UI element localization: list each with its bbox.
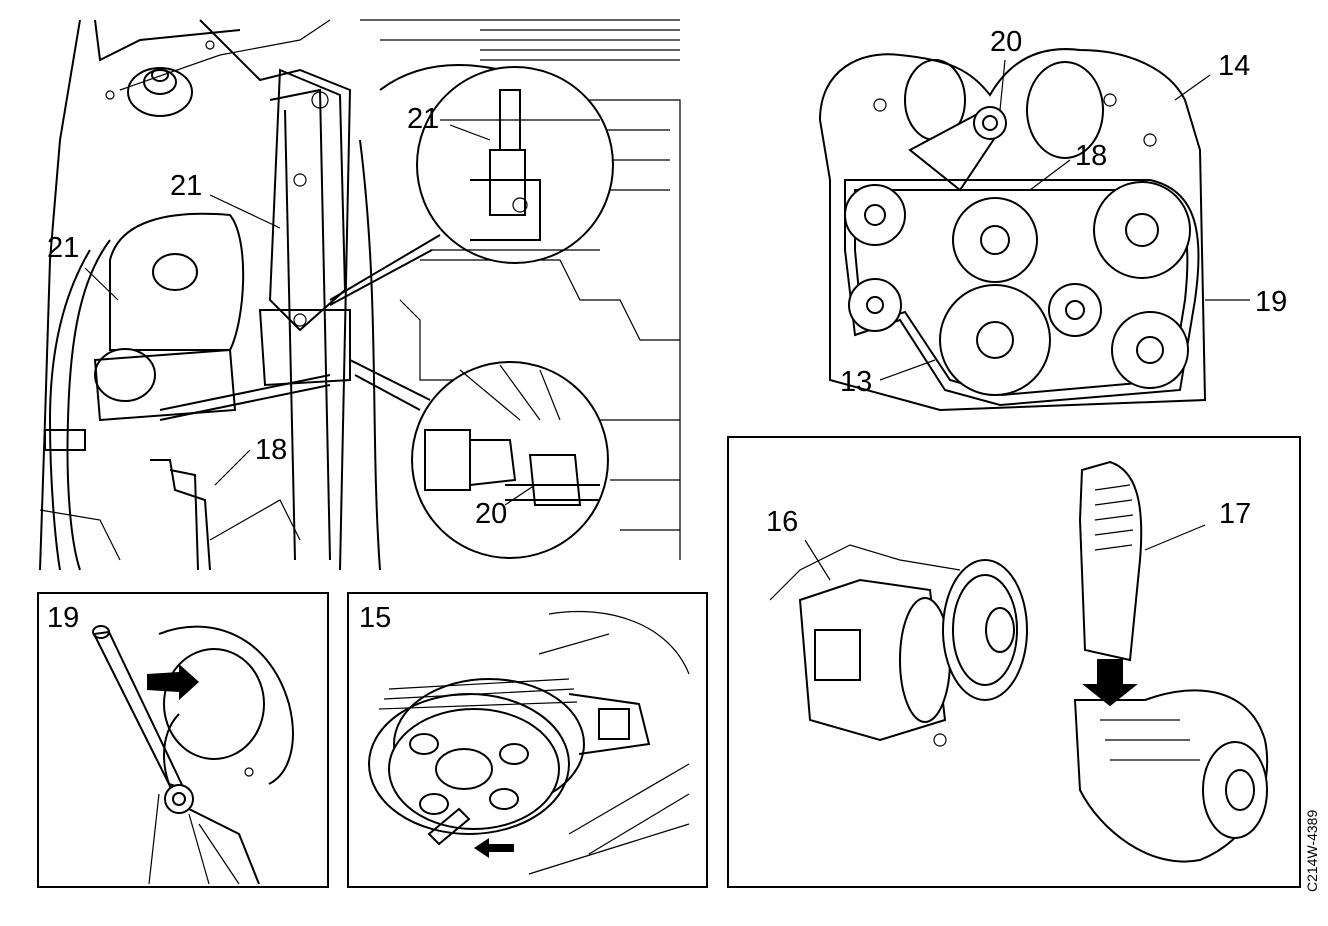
belt-routing-diagram: [818, 48, 1250, 412]
callout-19-belt: 19: [1255, 286, 1288, 318]
leader-lines-main: [84, 124, 536, 506]
callout-18-main: 18: [255, 434, 288, 466]
callout-18-belt: 18: [1075, 140, 1108, 172]
strut-mount: [105, 40, 215, 117]
callout-21-left: 21: [47, 232, 80, 264]
figure-code: C214W-4389: [1304, 809, 1320, 892]
callout-14-belt: 14: [1218, 50, 1251, 82]
compressor-alternator-drawing: [769, 460, 1269, 863]
callout-17: 17: [1219, 498, 1252, 530]
tensioner-step-drawing: [92, 625, 294, 885]
callout-16: 16: [766, 506, 799, 538]
engine-bay-structure: [39, 19, 681, 571]
callout-21-detail: 21: [407, 103, 440, 135]
detail-circle-upper: [329, 66, 614, 306]
callout-20-belt: 20: [990, 26, 1023, 58]
callout-21-center: 21: [170, 170, 203, 202]
panel-tensioner-step: 19: [37, 592, 329, 888]
panel-pulley-step: 15: [347, 592, 708, 888]
callout-13-belt: 13: [840, 366, 873, 398]
panel-compressor-alternator: 16 17: [727, 436, 1301, 888]
detail-circle-lower: [349, 359, 609, 559]
panel-step-number: 15: [359, 602, 392, 634]
panel-step-number: 19: [47, 602, 80, 634]
tensioner-bracket: [258, 68, 351, 387]
pulley-step-drawing: [368, 610, 690, 875]
reservoirs: [93, 212, 331, 571]
hose: [44, 239, 111, 571]
callout-20-detail: 20: [475, 498, 508, 530]
